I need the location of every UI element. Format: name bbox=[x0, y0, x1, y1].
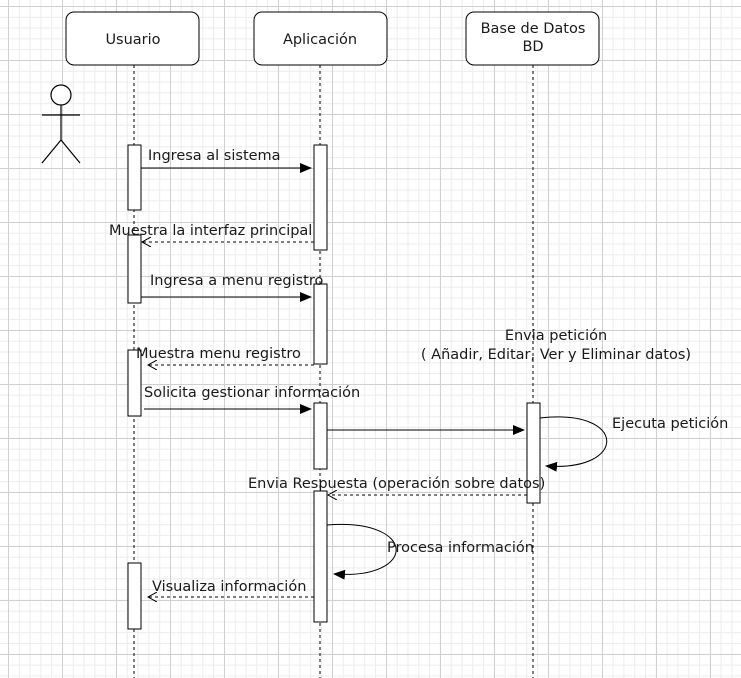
message-muestra-menu-registro: Muestra menu registro bbox=[136, 346, 314, 365]
activation-usuario-3 bbox=[127, 349, 142, 417]
activation-aplicacion-3 bbox=[313, 402, 328, 470]
message-ingresa-al-sistema: Ingresa al sistema bbox=[141, 148, 312, 173]
activation-base-de-datos-1 bbox=[526, 402, 541, 504]
participant-base-de-datos-label-2: BD bbox=[522, 39, 543, 55]
message-label: Muestra menu registro bbox=[136, 346, 301, 362]
activation-aplicacion-2 bbox=[313, 283, 328, 365]
message-ejecuta-peticion: Ejecuta petición bbox=[539, 416, 728, 472]
actor-icon bbox=[41, 84, 81, 164]
message-label: Ejecuta petición bbox=[612, 416, 728, 432]
message-procesa-informacion: Procesa información bbox=[326, 523, 534, 580]
participant-usuario-label: Usuario bbox=[105, 32, 160, 48]
message-label: Envia petición bbox=[505, 328, 607, 344]
message-label: Muestra la interfaz principal bbox=[109, 223, 312, 239]
participant-usuario[interactable]: Usuario bbox=[65, 11, 200, 66]
message-ingresa-a-menu-registro: Ingresa a menu registro bbox=[141, 273, 323, 302]
message-envia-peticion: Envia petición ( Añadir, Editar, Ver y E… bbox=[327, 328, 691, 435]
message-visualiza-informacion: Visualiza información bbox=[148, 579, 314, 597]
activation-aplicacion-4 bbox=[313, 490, 328, 623]
activation-usuario-4 bbox=[127, 562, 142, 630]
message-label: Solicita gestionar información bbox=[144, 385, 360, 401]
message-envia-respuesta: Envia Respuesta (operación sobre datos) bbox=[248, 476, 545, 495]
message-label: Visualiza información bbox=[152, 579, 306, 595]
participant-aplicacion-label: Aplicación bbox=[283, 32, 357, 48]
message-label-2: ( Añadir, Editar, Ver y Eliminar datos) bbox=[421, 347, 691, 363]
participant-aplicacion[interactable]: Aplicación bbox=[253, 11, 388, 66]
participant-base-de-datos[interactable]: Base de Datos BD bbox=[465, 11, 600, 66]
activation-usuario-1 bbox=[127, 144, 142, 211]
message-label: Procesa información bbox=[387, 540, 534, 556]
participant-base-de-datos-label: Base de Datos bbox=[481, 21, 586, 37]
message-muestra-la-interfaz-principal: Muestra la interfaz principal bbox=[109, 223, 314, 242]
message-label: Envia Respuesta (operación sobre datos) bbox=[248, 476, 545, 492]
activation-aplicacion-1 bbox=[313, 144, 328, 251]
message-label: Ingresa a menu registro bbox=[150, 273, 323, 289]
message-label: Ingresa al sistema bbox=[148, 148, 281, 164]
activation-usuario-2 bbox=[127, 234, 142, 304]
message-solicita-gestionar-informacion: Solicita gestionar información bbox=[144, 385, 360, 414]
